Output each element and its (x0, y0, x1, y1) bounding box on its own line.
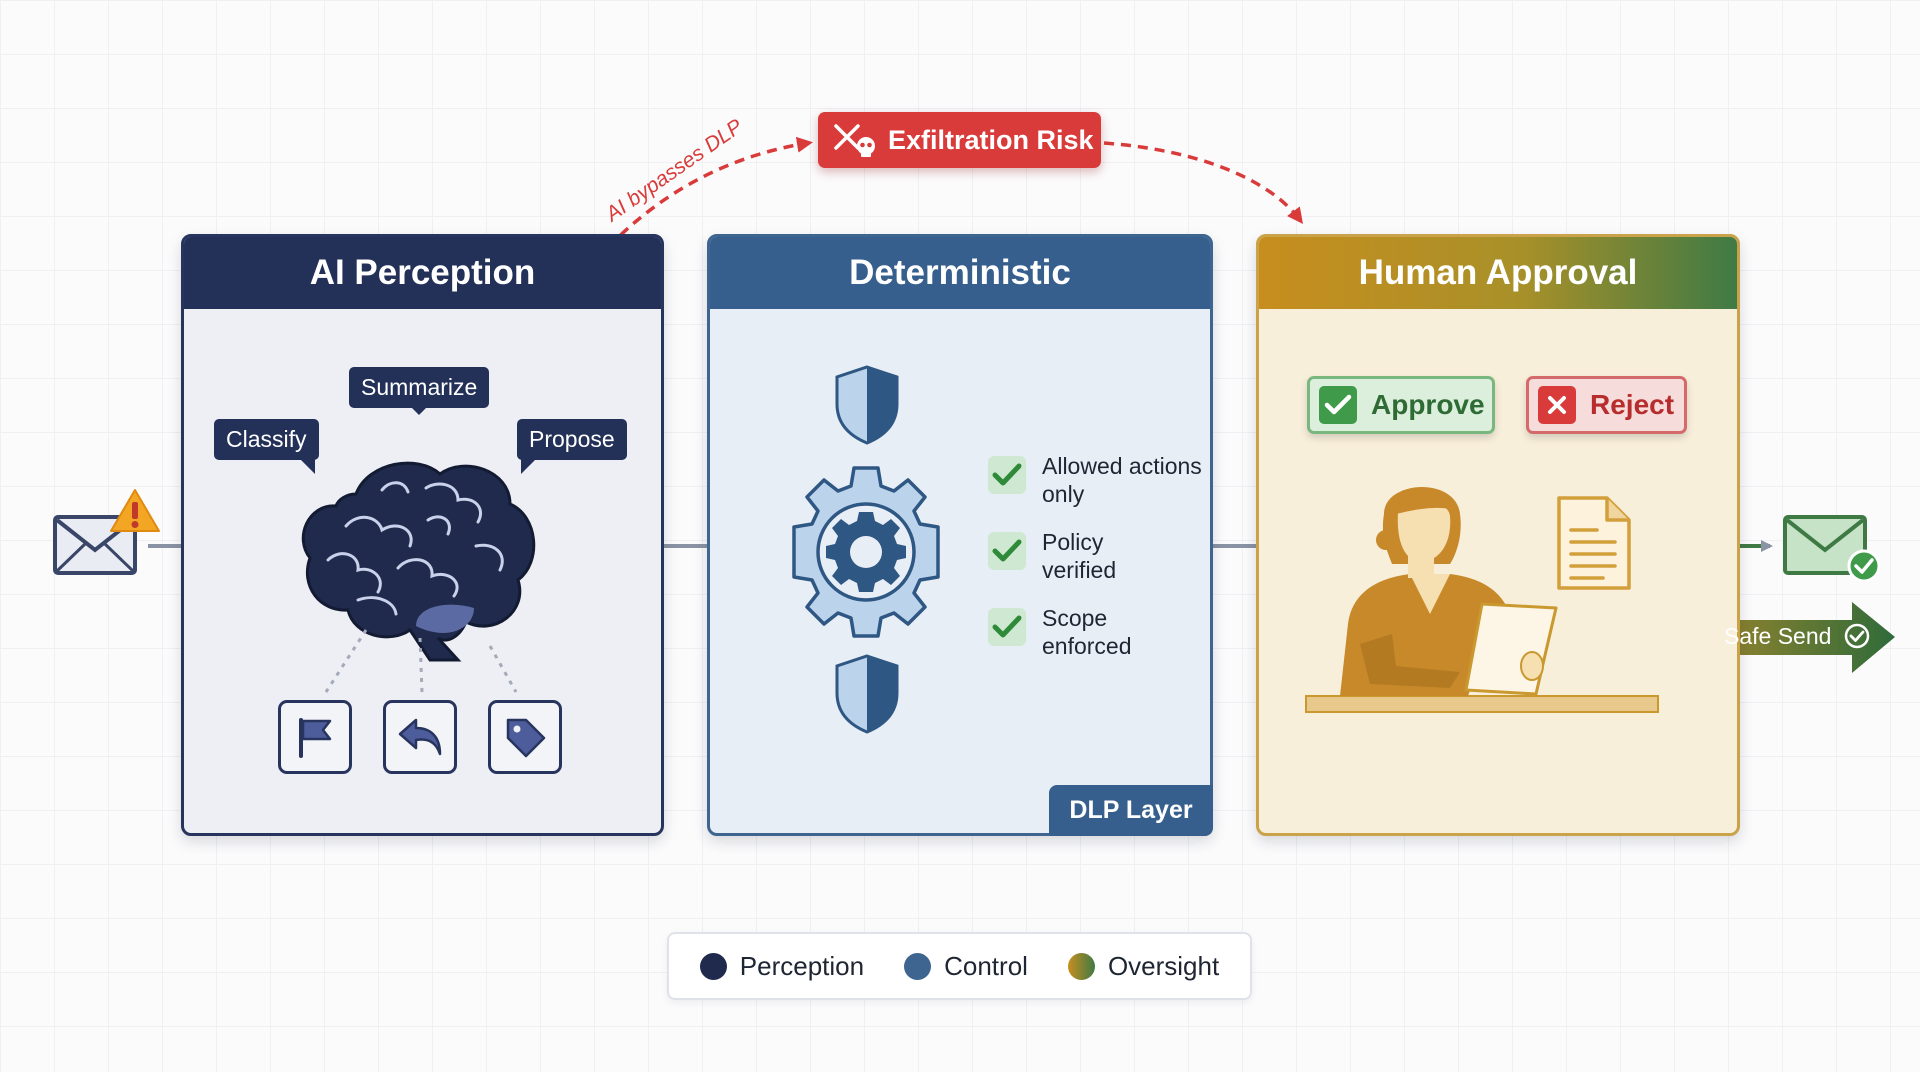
reject-label: Reject (1590, 389, 1675, 420)
legend-dot (904, 952, 932, 980)
risk-path-label: AI bypasses DLP (600, 115, 747, 227)
approve-button[interactable]: Approve (1307, 376, 1495, 434)
human-approval-title: Human Approval (1259, 237, 1737, 309)
check-icon (1319, 386, 1357, 424)
check-label: Allowed actions only (1042, 453, 1202, 507)
flag-icon (299, 718, 332, 758)
exfiltration-risk-badge: Exfiltration Risk (818, 112, 1101, 168)
human-approval-panel: Human Approval (1256, 234, 1740, 836)
check-icon (988, 456, 1026, 494)
skull-x-icon (834, 124, 875, 157)
legend-label: Control (944, 950, 1028, 981)
legend-label: Perception (739, 950, 865, 981)
warning-icon (110, 489, 160, 532)
reviewer-person-icon (1305, 486, 1659, 713)
risk-path-left (490, 136, 813, 453)
approve-label: Approve (1371, 389, 1485, 420)
legend-item-perception: Perception (699, 950, 865, 982)
reject-button[interactable]: Reject (1526, 376, 1687, 434)
shield-bottom-icon (835, 654, 899, 734)
deterministic-panel: Deterministic (707, 234, 1213, 836)
shield-top-icon (835, 365, 899, 445)
propose-bubble: Propose (517, 419, 627, 474)
classify-bubble: Classify (214, 419, 319, 474)
check-allowed-actions: Allowed actions only (988, 452, 1212, 508)
check-policy-verified: Policy verified (988, 528, 1132, 584)
tag-icon (506, 718, 546, 758)
gear-icon (792, 466, 940, 638)
reply-action[interactable] (383, 700, 457, 774)
check-icon (988, 532, 1026, 570)
legend-item-oversight: Oversight (1067, 950, 1220, 982)
legend-dot (1067, 952, 1095, 980)
check-scope-enforced: Scope enforced (988, 604, 1152, 660)
document-icon (1557, 496, 1631, 590)
risk-path-right (1103, 141, 1304, 224)
legend-label: Oversight (1107, 950, 1220, 981)
ai-perception-title: AI Perception (184, 237, 661, 309)
check-circle-icon (1844, 623, 1870, 649)
safe-send-label: Safe Send (1724, 623, 1870, 650)
brain-icon (301, 461, 536, 662)
approved-mail-icon (1783, 515, 1881, 583)
legend-item-control: Control (904, 951, 1028, 982)
dlp-layer-badge: DLP Layer (1049, 785, 1213, 836)
check-label: Policy verified (1042, 529, 1117, 583)
legend-dot (699, 952, 727, 980)
legend: Perception Control Oversight (667, 932, 1252, 1000)
summarize-bubble: Summarize (349, 367, 490, 415)
tag-action[interactable] (488, 700, 562, 774)
safe-send-text: Safe Send (1724, 623, 1832, 649)
check-icon (988, 608, 1026, 646)
flag-action[interactable] (278, 700, 352, 774)
exfiltration-risk-label: Exfiltration Risk (888, 124, 1094, 155)
reply-icon (398, 718, 442, 756)
deterministic-title: Deterministic (710, 237, 1210, 309)
check-label: Scope enforced (1042, 605, 1132, 659)
close-icon (1538, 386, 1576, 424)
